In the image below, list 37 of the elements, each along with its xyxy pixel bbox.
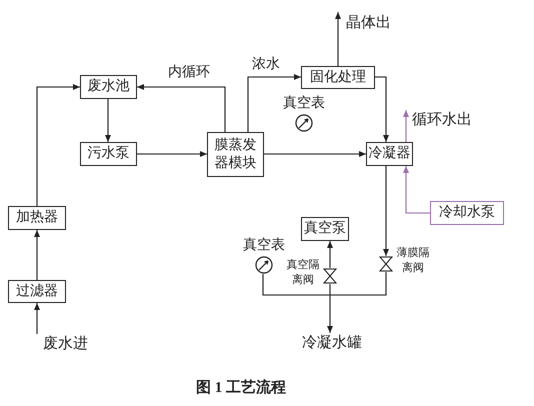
valve-label: 真空隔离阀	[286, 258, 320, 288]
process-box: 冷却水泵	[430, 201, 504, 225]
edge-label: 内循环	[168, 66, 210, 80]
arrow	[403, 166, 430, 214]
arrow	[137, 84, 226, 132]
arrow	[375, 76, 389, 142]
process-box: 过滤器	[8, 280, 66, 303]
process-box: 冷凝器	[366, 142, 413, 166]
arrow	[327, 272, 387, 333]
process-box: 污水泵	[80, 142, 137, 166]
flow-label: 晶体出	[336, 12, 398, 34]
arrow	[36, 84, 80, 206]
arrow	[403, 110, 409, 142]
valve-symbol	[323, 268, 337, 284]
arrow	[34, 230, 40, 280]
gauge-label: 真空表	[243, 237, 285, 254]
flow-label: 冷凝水罐	[300, 333, 364, 353]
arrow	[34, 303, 40, 334]
arrow	[247, 74, 301, 132]
process-box: 膜蒸发器模块	[207, 132, 264, 177]
arrow	[335, 12, 341, 66]
process-box: 加热器	[8, 206, 66, 230]
process-box: 废水池	[80, 75, 137, 99]
edge-label: 浓水	[252, 58, 280, 72]
figure-caption: 图 1 工艺流程	[196, 378, 286, 398]
arrow	[137, 151, 207, 157]
arrow	[383, 166, 389, 256]
valve-symbol	[379, 256, 393, 272]
arrow	[327, 241, 333, 268]
process-box: 固化处理	[301, 66, 375, 89]
arrow	[105, 99, 111, 142]
arrow	[264, 151, 366, 157]
gauge-label: 真空表	[283, 95, 325, 112]
flow-label: 循环水出	[402, 110, 476, 130]
process-box: 真空泵	[301, 217, 349, 241]
valve-label: 薄膜隔离阀	[396, 246, 430, 276]
flow-label: 废水进	[37, 334, 89, 354]
